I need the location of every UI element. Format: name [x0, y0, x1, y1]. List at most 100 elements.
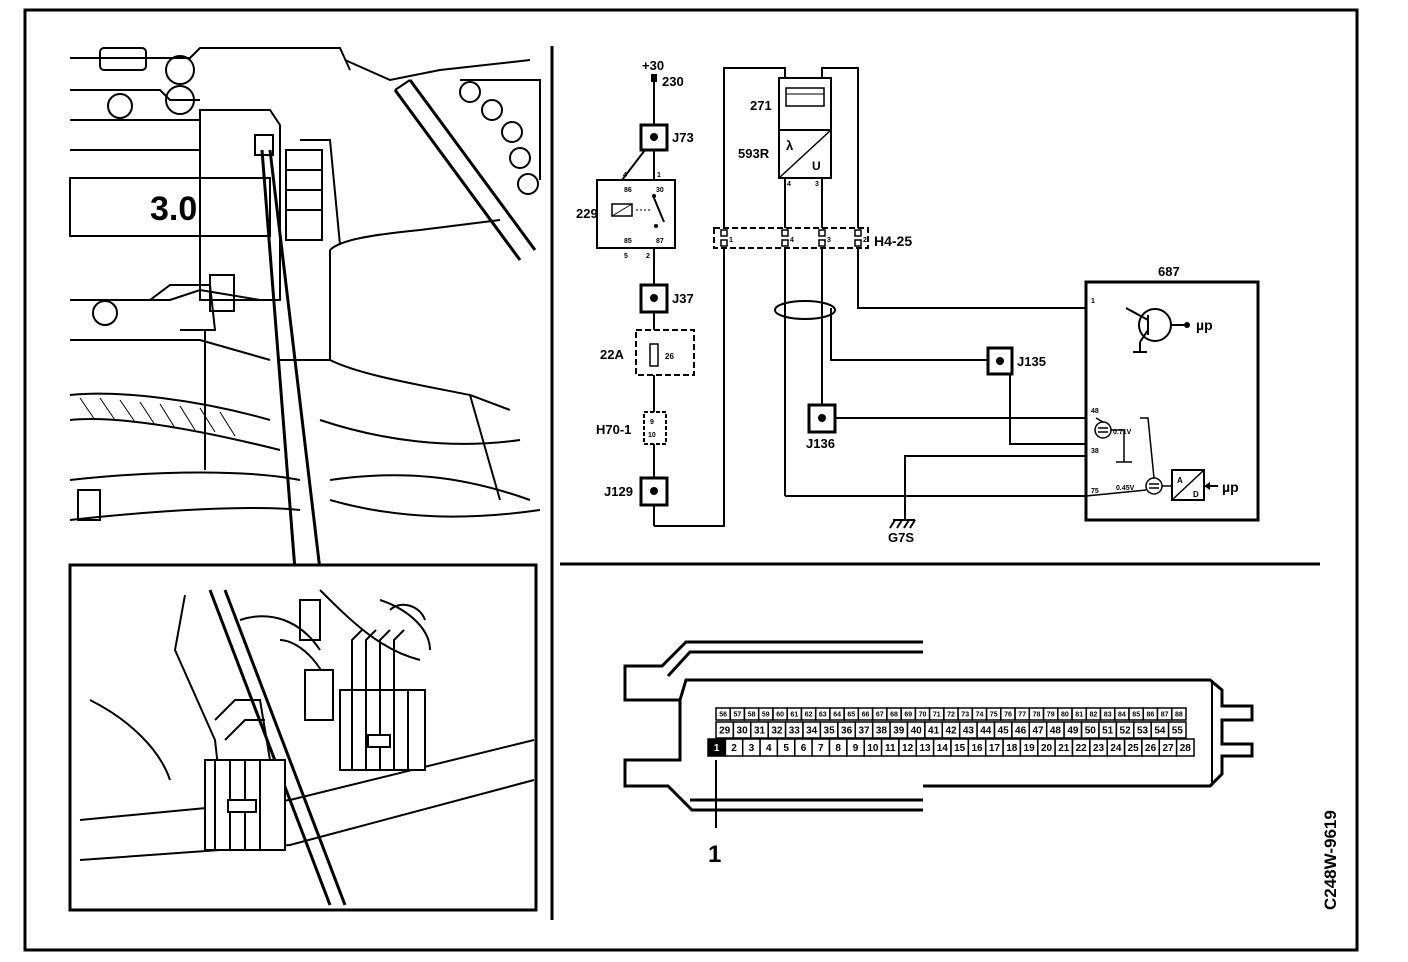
- inset-illustration: [79, 589, 535, 906]
- pin-cell: [1175, 738, 1195, 757]
- relay-label: 229: [576, 206, 598, 221]
- pin-number: 25: [1128, 743, 1140, 754]
- pin-number: 48: [1050, 726, 1062, 737]
- relay-pin-30: 30: [656, 187, 664, 194]
- pin-number: 52: [1120, 726, 1132, 737]
- h4-pin-3: 3: [827, 237, 831, 244]
- pin-number: 5: [783, 743, 789, 754]
- relay-229: [596, 179, 676, 249]
- relay-pin-87: 87: [656, 238, 664, 245]
- junction-j136: [807, 403, 837, 434]
- pin-number: 70: [919, 712, 927, 719]
- pin-number: 59: [762, 712, 770, 719]
- voltage-source-top: [1094, 417, 1132, 463]
- h4-pin-1: 1: [729, 237, 733, 244]
- pin-number: 41: [928, 726, 940, 737]
- pin-number: 2: [731, 743, 737, 754]
- pin-number: 31: [754, 726, 766, 737]
- pin-number: 32: [771, 726, 783, 737]
- h4-pin-4: 4: [790, 237, 794, 244]
- pin-number: 37: [858, 726, 870, 737]
- pin-number: 34: [806, 726, 818, 737]
- pin-number: 6: [801, 743, 807, 754]
- wiring-schematic: +30 230 J73 229 4 1 86 30 85 87 5 2 J37 …: [576, 58, 1260, 545]
- ecu-label: 687: [1158, 264, 1180, 279]
- pin-number: 43: [963, 726, 975, 737]
- pin-number: 40: [911, 726, 923, 737]
- pin-number: 7: [818, 743, 824, 754]
- pin-number: 20: [1041, 743, 1053, 754]
- pin-number: 55: [1172, 726, 1184, 737]
- pin-number: 9: [853, 743, 859, 754]
- pin-number: 88: [1175, 712, 1183, 719]
- pin-number: 86: [1147, 712, 1155, 719]
- engine-bay-illustration: [69, 47, 541, 521]
- pin-number: 11: [885, 743, 896, 754]
- relay-pin-85: 85: [624, 238, 632, 245]
- pin-number: 12: [902, 743, 914, 754]
- h70-pin-10: 10: [648, 432, 656, 439]
- sensor-593r-pin-4: 4: [787, 181, 791, 188]
- junction-j135-label: J135: [1017, 354, 1046, 369]
- pin-number: 56: [719, 712, 727, 719]
- pin-number: 35: [824, 726, 836, 737]
- voltage-source-bottom: [1085, 417, 1172, 497]
- pin-number: 22: [1076, 743, 1088, 754]
- pin-number: 13: [919, 743, 931, 754]
- pin-number: 65: [847, 712, 855, 719]
- pin-number: 81: [1075, 712, 1083, 719]
- pin-number: 76: [1004, 712, 1012, 719]
- supply-terminal-label: +30: [642, 58, 664, 73]
- pin-number: 75: [990, 712, 998, 719]
- engine-badge-text: 3.0: [150, 190, 197, 228]
- junction-j37: [639, 283, 669, 314]
- pin-number: 53: [1137, 726, 1149, 737]
- pin-number: 16: [971, 743, 983, 754]
- converter-d: D: [1193, 490, 1199, 499]
- sensor-271-label: 271: [750, 98, 772, 113]
- relay-pin-86: 86: [624, 187, 632, 194]
- pin-number: 72: [947, 712, 955, 719]
- pin-number: 64: [833, 712, 841, 719]
- pin-number: 60: [776, 712, 784, 719]
- relay-pin-5: 5: [624, 253, 628, 260]
- supply-wire-label: 230: [662, 74, 684, 89]
- ecu-input-label: µp: [1222, 479, 1239, 495]
- ground-label: G7S: [888, 530, 914, 545]
- h70-pin-9: 9: [650, 419, 654, 426]
- h4-pin-2: 2: [863, 237, 867, 244]
- fuse-rating: 26: [665, 352, 674, 361]
- pin-number: 49: [1067, 726, 1079, 737]
- pin-number: 73: [961, 712, 969, 719]
- pin-number: 63: [819, 712, 827, 719]
- pin-number: 71: [933, 712, 941, 719]
- connector-detail-inset: [68, 563, 538, 912]
- ground-symbol: [889, 519, 916, 529]
- pin-number: 29: [719, 726, 731, 737]
- pin-cell: [1171, 707, 1187, 721]
- ecu-pin-1: 1: [1091, 298, 1095, 305]
- pin-number: 82: [1090, 712, 1098, 719]
- pin-number: 77: [1018, 712, 1026, 719]
- pin-number: 58: [748, 712, 756, 719]
- connector-h70-label: H70-1: [596, 422, 631, 437]
- pin-number: 30: [737, 726, 749, 737]
- callout-number: 1: [708, 841, 721, 868]
- junction-j37-label: J37: [672, 291, 694, 306]
- pin-number: 67: [876, 712, 884, 719]
- pin-number: 74: [976, 712, 984, 719]
- sensor-593r-label: 593R: [738, 146, 770, 161]
- pin-number: 19: [1024, 743, 1036, 754]
- pin-number: 85: [1132, 712, 1140, 719]
- pin-number: 39: [893, 726, 905, 737]
- pin-number: 57: [734, 712, 742, 719]
- ecu-connector-outline: [623, 640, 1254, 812]
- duct-shading: [79, 397, 236, 437]
- relay-pin-4: 4: [623, 172, 627, 179]
- pin-number: 23: [1093, 743, 1105, 754]
- pin-number: 28: [1180, 743, 1192, 754]
- pin-number: 46: [1015, 726, 1027, 737]
- ecu-pin-75: 75: [1091, 488, 1099, 495]
